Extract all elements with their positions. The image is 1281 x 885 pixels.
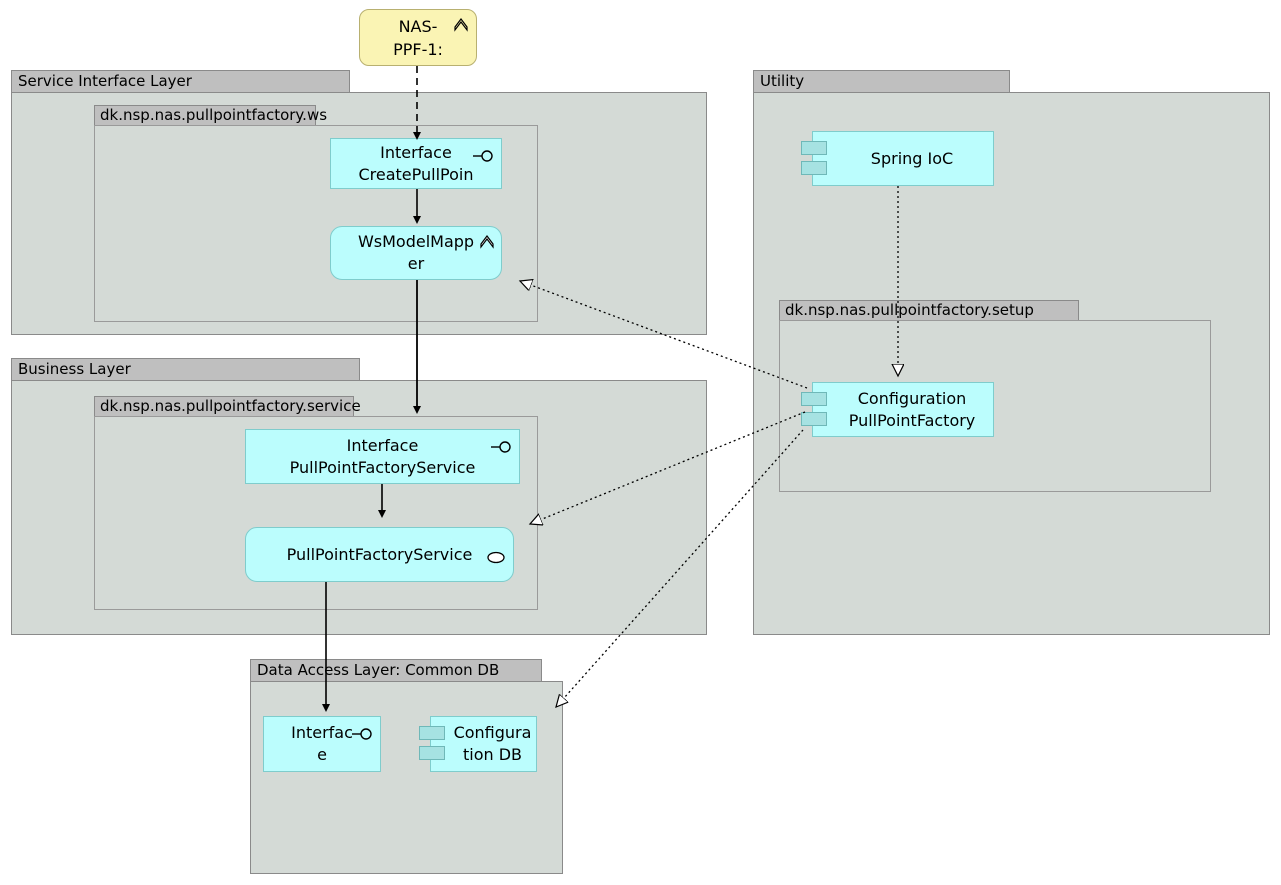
lollipop-icon <box>352 725 374 740</box>
node-line1: Interface <box>380 142 452 162</box>
node-label: Interface CreatePullPoin <box>350 142 481 186</box>
node-label: Interfac e <box>283 722 361 766</box>
layer-utility-title: Utility <box>753 70 1010 92</box>
chevron-icon <box>453 15 469 32</box>
component-tabs-icon <box>801 139 827 179</box>
note-label: NAS- PPF-1: <box>393 15 443 61</box>
layer-data-access-title: Data Access Layer: Common DB <box>250 659 542 681</box>
node-pullpointfactoryservice[interactable]: PullPointFactoryService <box>245 527 514 582</box>
note-line2: PPF-1: <box>393 39 443 59</box>
node-line2: CreatePullPoin <box>358 164 474 184</box>
node-line1: Interfac <box>291 723 353 742</box>
layer-data-access-body <box>250 681 563 874</box>
node-spring-ioc[interactable]: Spring IoC <box>801 131 994 186</box>
node-interface-createpullpoin[interactable]: Interface CreatePullPoin <box>330 138 502 189</box>
package-tab-ws: dk.nsp.nas.pullpointfactory.ws <box>94 105 327 125</box>
node-line2: tion DB <box>462 745 523 764</box>
note-nas-ppf-1[interactable]: NAS- PPF-1: <box>359 9 477 66</box>
node-label: WsModelMapp er <box>350 231 482 275</box>
component-tabs-icon <box>419 724 445 764</box>
node-line1: Interface <box>346 435 419 455</box>
layer-business-title: Business Layer <box>11 358 360 380</box>
node-line2: e <box>317 745 327 764</box>
node-line1: Spring IoC <box>870 148 954 168</box>
node-line1: Configuration <box>857 388 967 408</box>
node-line1: WsModelMapp <box>357 232 475 251</box>
package-tab-service: dk.nsp.nas.pullpointfactory.service <box>94 396 361 416</box>
node-line1: PullPointFactoryService <box>286 544 473 564</box>
node-wsmodelmapper[interactable]: WsModelMapp er <box>330 226 502 280</box>
node-label: Spring IoC <box>845 148 961 170</box>
component-tabs-icon <box>801 390 827 430</box>
node-label: PullPointFactoryService <box>279 544 481 566</box>
layer-service-interface-title: Service Interface Layer <box>11 70 350 92</box>
node-interface-pullpointfactoryservice[interactable]: Interface PullPointFactoryService <box>245 429 520 484</box>
node-configuration-pullpointfactory[interactable]: Configuration PullPointFactory <box>801 382 994 437</box>
ellipse-icon <box>487 548 505 563</box>
node-label: Interface PullPointFactoryService <box>282 435 484 479</box>
node-line1: Configura <box>453 723 532 742</box>
lollipop-icon <box>473 147 495 162</box>
node-interface-db[interactable]: Interfac e <box>263 716 381 772</box>
node-line2: PullPointFactoryService <box>289 457 476 477</box>
node-configuration-db[interactable]: Configura tion DB <box>419 716 540 772</box>
node-label: Configura tion DB <box>428 722 540 766</box>
note-line1: NAS- <box>398 16 438 36</box>
node-label: Configuration PullPointFactory <box>823 388 984 432</box>
lollipop-icon <box>491 438 513 453</box>
package-tab-setup: dk.nsp.nas.pullpointfactory.setup <box>779 300 1079 320</box>
node-line2: er <box>407 254 425 273</box>
node-line2: PullPointFactory <box>848 410 976 430</box>
chevron-icon <box>479 233 495 249</box>
